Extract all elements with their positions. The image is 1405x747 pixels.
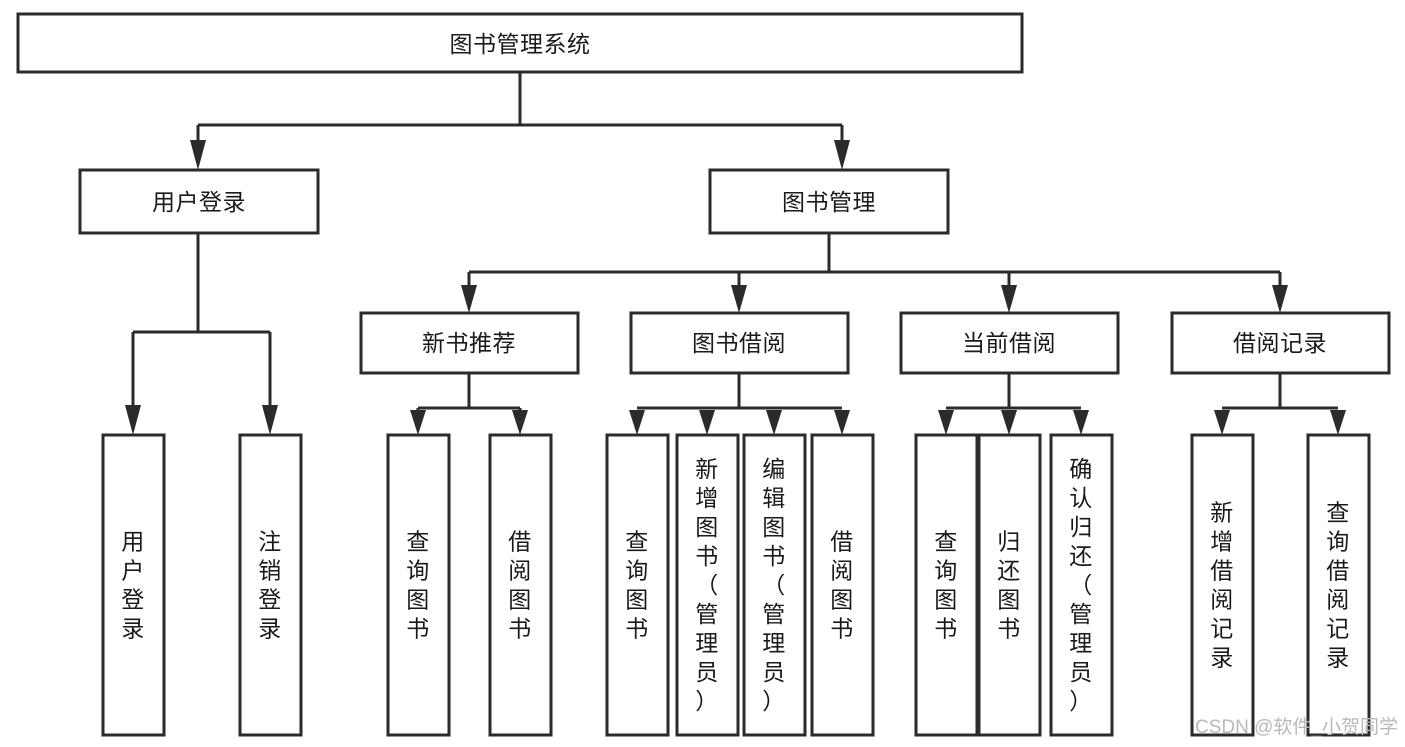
node-root-label: 图书管理系统 [450,31,591,57]
arrow-head-leaf-edit-book [766,410,782,435]
node-leaf-borrow-book-2-label: 借阅图书 [830,529,854,642]
node-book-management-box[interactable] [708,168,950,235]
node-leaf-query-book-1-box[interactable] [386,433,451,737]
arrow-head-user-login [190,140,206,170]
arrow-head-current-borrow [1001,285,1017,313]
arrow-head-book-borrow [731,285,747,313]
arrow-head-leaf-add-record [1214,410,1230,435]
node-leaf-query-book-2-label: 查询图书 [625,529,649,642]
node-leaf-query-record-label: 查询借阅记录 [1326,500,1350,671]
node-current-borrow[interactable]: 当前借阅 [899,311,1120,375]
node-leaf-return-book-label: 归还图书 [997,529,1021,642]
arrow-head-leaf-query-book-2 [629,410,645,435]
node-leaf-query-record[interactable]: 查询借阅记录 [1306,433,1371,737]
node-leaf-query-book-2[interactable]: 查询图书 [605,433,670,737]
node-leaf-query-book-3-box[interactable] [914,433,979,737]
node-root-box[interactable] [16,12,1024,74]
node-new-book-recommend-label: 新书推荐 [422,330,516,356]
node-leaf-query-book-3[interactable]: 查询图书 [914,433,979,737]
arrow-head-leaf-query-record [1330,410,1346,435]
node-leaf-borrow-book-2-box[interactable] [810,433,875,737]
node-leaf-logout-login-label: 注销登录 [258,529,282,642]
arrow-head-leaf-query-book-1 [410,410,426,435]
node-leaf-add-book-box[interactable] [675,433,740,737]
node-leaf-return-book[interactable]: 归还图书 [977,433,1042,737]
node-leaf-user-login-box[interactable] [101,433,166,737]
node-leaf-edit-book-label: 编辑图书（管理员） [762,456,786,714]
node-leaf-logout-login[interactable]: 注销登录 [238,433,303,737]
node-leaf-borrow-book-1-box[interactable] [488,433,553,737]
node-borrow-record[interactable]: 借阅记录 [1170,311,1391,375]
node-leaf-confirm-return[interactable]: 确认归还（管理员） [1049,433,1114,737]
node-leaf-add-book[interactable]: 新增图书（管理员） [675,433,740,737]
node-current-borrow-box[interactable] [899,311,1120,375]
node-leaf-add-book-label: 新增图书（管理员） [695,456,719,714]
node-leaf-add-record-label: 新增借阅记录 [1210,500,1234,671]
node-current-borrow-label: 当前借阅 [962,330,1056,356]
node-leaf-borrow-book-1-label: 借阅图书 [508,529,532,642]
node-leaf-borrow-book-2[interactable]: 借阅图书 [810,433,875,737]
node-user-login-label: 用户登录 [152,189,246,215]
node-leaf-query-book-3-label: 查询图书 [934,529,958,642]
node-leaf-user-login-label: 用户登录 [121,529,145,642]
node-book-borrow[interactable]: 图书借阅 [629,311,850,375]
arrow-head-borrow-record [1272,285,1288,313]
node-user-login-box[interactable] [78,168,320,235]
node-book-management-label: 图书管理 [782,189,876,215]
node-leaf-query-book-2-box[interactable] [605,433,670,737]
node-leaf-edit-book[interactable]: 编辑图书（管理员） [742,433,807,737]
node-leaf-confirm-return-box[interactable] [1049,433,1114,737]
node-book-management[interactable]: 图书管理 [708,168,950,235]
watermark-label: CSDN @软件_小贺同学 [1195,716,1398,738]
node-new-book-recommend-box[interactable] [359,311,580,375]
arrow-head-new-book-recommend [461,285,477,313]
node-root[interactable]: 图书管理系统 [16,12,1024,74]
arrow-head-leaf-borrow-book-1 [512,410,528,435]
node-borrow-record-box[interactable] [1170,311,1391,375]
node-user-login[interactable]: 用户登录 [78,168,320,235]
node-leaf-logout-login-box[interactable] [238,433,303,737]
arrow-head-leaf-logout-login [262,405,278,435]
node-leaf-return-book-box[interactable] [977,433,1042,737]
arrow-head-leaf-borrow-book-2 [834,410,850,435]
arrow-head-leaf-confirm-return [1073,410,1089,435]
arrow-head-leaf-return-book [1001,410,1017,435]
node-book-borrow-label: 图书借阅 [692,330,786,356]
node-leaf-user-login[interactable]: 用户登录 [101,433,166,737]
node-leaf-add-record[interactable]: 新增借阅记录 [1190,433,1255,737]
connector-layer [125,72,1346,435]
arrow-head-leaf-query-book-3 [938,410,954,435]
node-leaf-query-record-box[interactable] [1306,433,1371,737]
node-leaf-query-book-1[interactable]: 查询图书 [386,433,451,737]
arrow-head-leaf-user-login [125,405,141,435]
node-book-borrow-box[interactable] [629,311,850,375]
node-leaf-edit-book-box[interactable] [742,433,807,737]
node-borrow-record-label: 借阅记录 [1233,330,1327,356]
node-new-book-recommend[interactable]: 新书推荐 [359,311,580,375]
node-leaf-confirm-return-label: 确认归还（管理员） [1069,456,1093,714]
arrow-head-leaf-add-book [699,410,715,435]
node-leaf-borrow-book-1[interactable]: 借阅图书 [488,433,553,737]
arrow-head-book-management [834,140,850,170]
node-leaf-query-book-1-label: 查询图书 [406,529,430,642]
node-leaf-add-record-box[interactable] [1190,433,1255,737]
